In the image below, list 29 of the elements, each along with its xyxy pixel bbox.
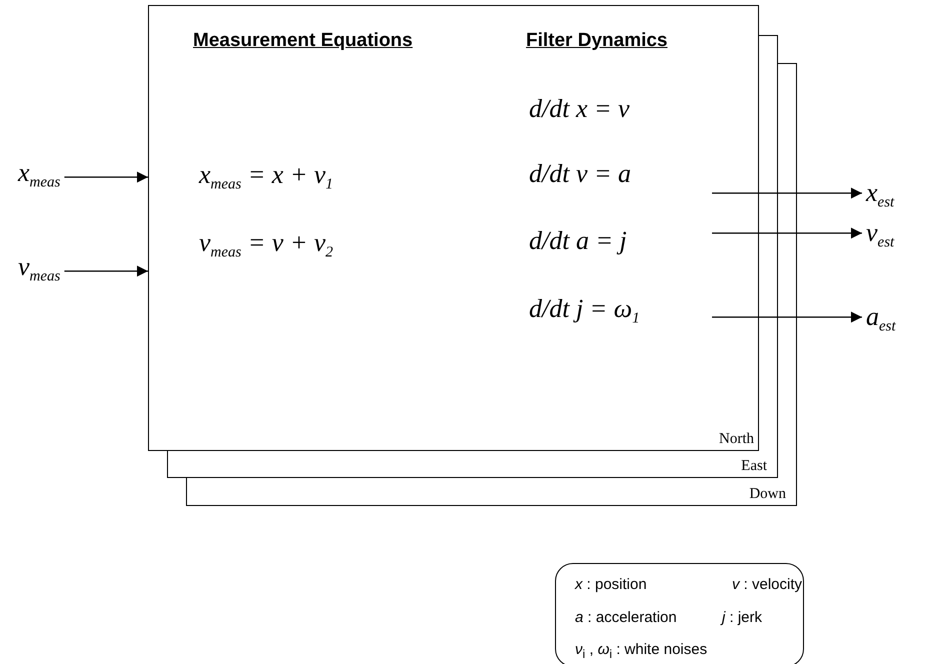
column-heading: Measurement Equations — [193, 30, 413, 52]
equation: x$_{meas}$ = x + ν$_{1}$ — [199, 162, 334, 192]
legend-entry: ν$_{i}$ , ω$_{i}$ : white noises — [575, 641, 708, 661]
panel-label: North — [719, 431, 754, 448]
east-panel — [167, 450, 778, 478]
equation: d/dt x = v — [529, 96, 630, 122]
input-label: x$_{meas}$ — [18, 160, 60, 190]
output-label: v$_{est}$ — [866, 220, 894, 250]
equation: d/dt j = ω$_{1}$ — [529, 296, 640, 326]
column-heading: Filter Dynamics — [526, 30, 668, 52]
panel-label: Down — [749, 486, 786, 503]
equation: d/dt v = a — [529, 161, 632, 187]
arrow — [64, 266, 148, 277]
panel-label: East — [741, 458, 767, 475]
arrow — [712, 188, 862, 199]
input-label: v$_{meas}$ — [18, 254, 60, 284]
output-label: x$_{est}$ — [866, 180, 894, 210]
legend-entry: x : position — [575, 576, 647, 593]
output-label: a$_{est}$ — [866, 304, 896, 334]
legend-entry: v : velocity — [732, 576, 802, 593]
legend-entry: a : acceleration — [575, 609, 677, 626]
equation: v$_{meas}$ = v + ν$_{2}$ — [199, 230, 334, 260]
legend-entry: j : jerk — [722, 609, 762, 626]
arrow — [64, 172, 148, 183]
arrow — [712, 312, 862, 323]
arrow — [712, 228, 862, 239]
equation: d/dt a = j — [529, 228, 627, 254]
down-panel — [186, 477, 797, 506]
north-panel — [148, 5, 759, 451]
